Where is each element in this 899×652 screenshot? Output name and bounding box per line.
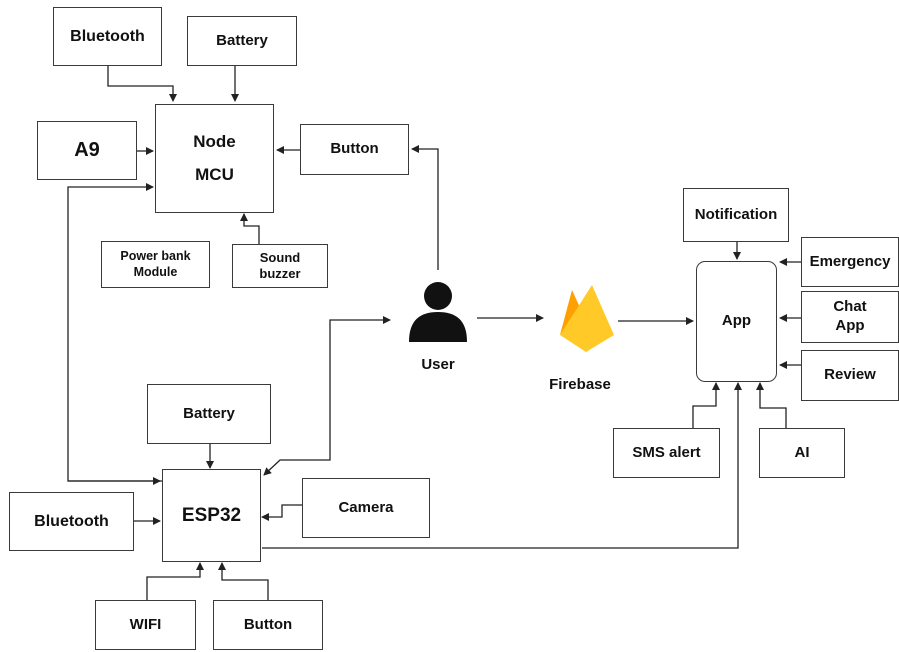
bluetooth-top-box: Bluetooth (53, 7, 162, 66)
battery-bottom-label: Battery (183, 404, 235, 422)
edge-wifi-to-esp32 (146, 562, 204, 600)
edge-sms-to-app (692, 382, 720, 428)
nodemcu-label: Node MCU (193, 132, 236, 184)
sms-alert-box: SMS alert (613, 428, 720, 478)
app-box: App (696, 261, 777, 382)
edge-camera-to-esp32 (261, 504, 302, 521)
chatapp-label: Chat App (833, 298, 867, 334)
ai-box: AI (759, 428, 845, 478)
wifi-label: WIFI (129, 615, 162, 633)
edge-esp32-to-app (262, 382, 742, 549)
esp32-label: ESP32 (181, 504, 242, 526)
edge-bluetooth-to-nodemcu (107, 66, 177, 102)
buzzer-label: Sound buzzer (259, 249, 301, 281)
camera-box: Camera (302, 478, 430, 538)
edge-esp32-to-user (312, 316, 391, 461)
chatapp-box: Chat App (801, 291, 899, 343)
bluetooth-bottom-box: Bluetooth (9, 492, 134, 551)
sms-alert-label: SMS alert (632, 443, 701, 461)
emergency-box: Emergency (801, 237, 899, 287)
emergency-label: Emergency (809, 252, 891, 270)
notification-label: Notification (694, 205, 778, 223)
user-label: User (421, 356, 455, 373)
button-top-box: Button (300, 124, 409, 175)
a9-label: A9 (74, 139, 100, 161)
firebase-icon (560, 285, 614, 352)
bluetooth-bottom-label: Bluetooth (34, 512, 109, 530)
wifi-box: WIFI (95, 600, 196, 650)
review-box: Review (801, 350, 899, 401)
battery-top-box: Battery (187, 16, 297, 66)
battery-top-label: Battery (216, 31, 268, 49)
powerbank-box: Power bank Module (101, 241, 210, 288)
camera-label: Camera (338, 498, 394, 516)
battery-bottom-box: Battery (147, 384, 271, 444)
button-bottom-label: Button (243, 615, 293, 633)
button-bottom-box: Button (213, 600, 323, 650)
review-label: Review (824, 366, 876, 384)
firebase-label: Firebase (549, 376, 611, 393)
edge-button-to-esp32 (218, 562, 269, 600)
powerbank-label: Power bank Module (120, 248, 191, 279)
button-top-label: Button (330, 140, 379, 158)
edge-user-to-button (411, 145, 439, 270)
edge-user-to-esp32 (263, 459, 312, 476)
nodemcu-box: Node MCU (155, 104, 274, 213)
edge-ai-to-app (756, 382, 787, 428)
buzzer-box: Sound buzzer (232, 244, 328, 288)
a9-box: A9 (37, 121, 137, 180)
user-icon (409, 282, 467, 342)
notification-box: Notification (683, 188, 789, 242)
bluetooth-top-label: Bluetooth (70, 27, 145, 45)
ai-label: AI (794, 443, 810, 461)
edge-buzzer-to-nodemcu (240, 213, 260, 244)
esp32-box: ESP32 (162, 469, 261, 562)
app-label: App (721, 312, 752, 330)
